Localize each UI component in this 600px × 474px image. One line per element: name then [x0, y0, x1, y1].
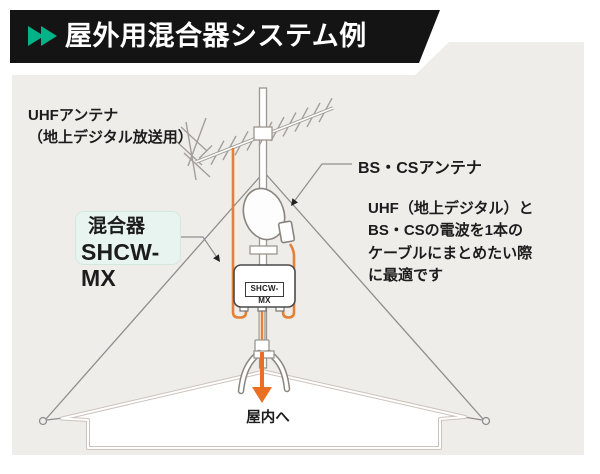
mixer-model-label: SHCW-MX — [81, 239, 160, 291]
device-model-plate: SHCW-MX — [245, 282, 284, 305]
description-line: BS・CSの電波を1本の — [368, 222, 524, 240]
indoor-label: 屋内へ — [246, 410, 290, 426]
section-header-banner: 屋外用混合器システム例 — [10, 10, 440, 63]
section-title: 屋外用混合器システム例 — [65, 21, 367, 51]
indoor-arrow-icon — [252, 352, 272, 403]
description-text: UHF（地上デジタル）と BS・CSの電波を1本の ケーブルにまとめたい際 に最… — [368, 198, 534, 288]
mixer-callout: 混合器 SHCW-MX — [75, 211, 181, 291]
description-line: に最適です — [368, 267, 444, 285]
uhf-antenna-label: UHFアンテナ （地上デジタル放送用） — [28, 105, 193, 149]
bscs-dish-drawing — [242, 187, 296, 255]
chevron-right-icon — [41, 26, 57, 46]
uhf-antenna-label-line2: （地上デジタル放送用） — [28, 129, 193, 146]
house-roof-drawing — [60, 369, 467, 450]
description-line: ケーブルにまとめたい際 — [368, 244, 533, 262]
coax-cables — [231, 148, 296, 319]
guy-wires — [38, 171, 491, 426]
uhf-antenna-label-line1: UHFアンテナ — [28, 107, 119, 124]
chevron-right-icon — [28, 26, 44, 46]
bscs-antenna-label: BS・CSアンテナ — [358, 160, 482, 177]
leader-lines — [181, 163, 352, 262]
description-line: UHF（地上デジタル）と — [368, 200, 534, 217]
mixer-type-label: 混合器 — [88, 216, 146, 237]
uhf-antenna-drawing — [175, 97, 334, 181]
